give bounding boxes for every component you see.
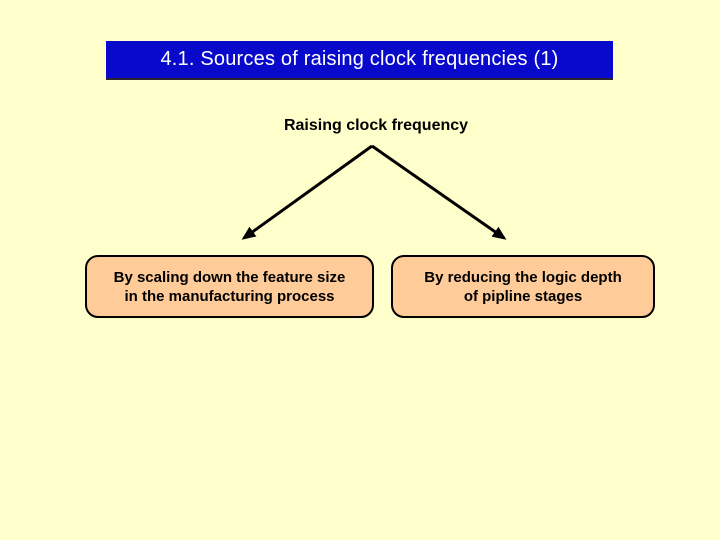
slide-title: 4.1. Sources of raising clock frequencie… — [106, 41, 613, 78]
arrow-to-left-box — [241, 144, 373, 240]
diagram-root-label: Raising clock frequency — [283, 117, 469, 134]
diagram-box-logic-depth-line2: of pipline stages — [463, 287, 583, 305]
diagram-box-feature-size-line2: in the manufacturing process — [124, 287, 335, 305]
diagram-box-feature-size: By scaling down the feature size in the … — [85, 255, 374, 318]
arrow-to-right-box — [371, 144, 507, 240]
diagram-box-logic-depth-line1: By reducing the logic depth — [424, 268, 622, 286]
diagram-box-logic-depth: By reducing the logic depth of pipline s… — [391, 255, 655, 318]
diagram-box-feature-size-line1: By scaling down the feature size — [113, 268, 346, 286]
